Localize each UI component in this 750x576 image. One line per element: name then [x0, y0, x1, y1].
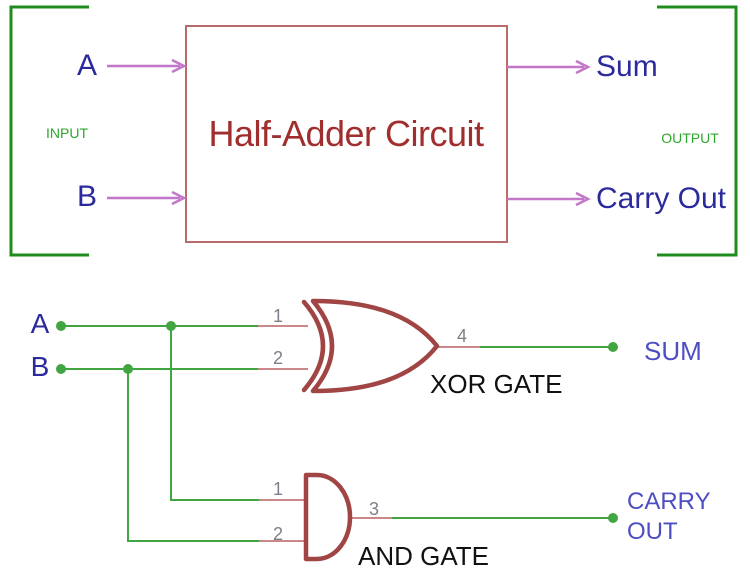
- output-bracket: [657, 5, 738, 257]
- xor-pin-out-label: 4: [456, 326, 468, 346]
- sum-arrowhead-icon: [575, 59, 591, 75]
- block-input-b-label: B: [76, 180, 98, 213]
- block-input-a-label: A: [76, 49, 98, 82]
- carry-arrowhead-icon: [575, 191, 591, 207]
- xor-gate-body: [310, 298, 440, 394]
- junction-b-dot: [123, 364, 133, 374]
- xor-pin2-label: 2: [272, 348, 284, 368]
- xor-pin1-label: 1: [272, 306, 284, 326]
- terminal-b-dot: [56, 364, 66, 374]
- wire-a-branch: [170, 326, 259, 501]
- xor-gate-label: XOR GATE: [430, 369, 563, 399]
- input-group-label: INPUT: [46, 125, 88, 141]
- sum-output-label: SUM: [644, 336, 702, 366]
- wire-b-branch: [127, 369, 259, 542]
- carry-output-label-line2: OUT: [627, 518, 678, 545]
- and-pin2-label: 2: [272, 524, 284, 544]
- circuit-box-title: Half-Adder Circuit: [208, 113, 484, 154]
- carry-terminal-dot: [608, 513, 618, 523]
- output-group-label: OUTPUT: [661, 130, 719, 146]
- and-pin1-label: 1: [272, 479, 284, 499]
- sum-terminal-dot: [608, 342, 618, 352]
- circuit-box: [185, 25, 508, 243]
- carry-output-label-line1: CARRY: [627, 488, 711, 515]
- junction-a-dot: [166, 321, 176, 331]
- block-sum-label: Sum: [596, 50, 658, 83]
- logic-input-b-label: B: [30, 351, 50, 382]
- terminal-a-dot: [56, 321, 66, 331]
- input-b-arrowhead-icon: [171, 190, 187, 206]
- and-pin-out-label: 3: [368, 499, 380, 519]
- input-a-arrowhead-icon: [171, 58, 187, 74]
- and-gate-body: [303, 472, 353, 562]
- and-gate-label: AND GATE: [358, 541, 489, 571]
- block-carry-label: Carry Out: [596, 182, 727, 215]
- logic-input-a-label: A: [30, 308, 50, 339]
- xor-gate-back-arc: [301, 299, 326, 393]
- input-bracket: [9, 5, 89, 257]
